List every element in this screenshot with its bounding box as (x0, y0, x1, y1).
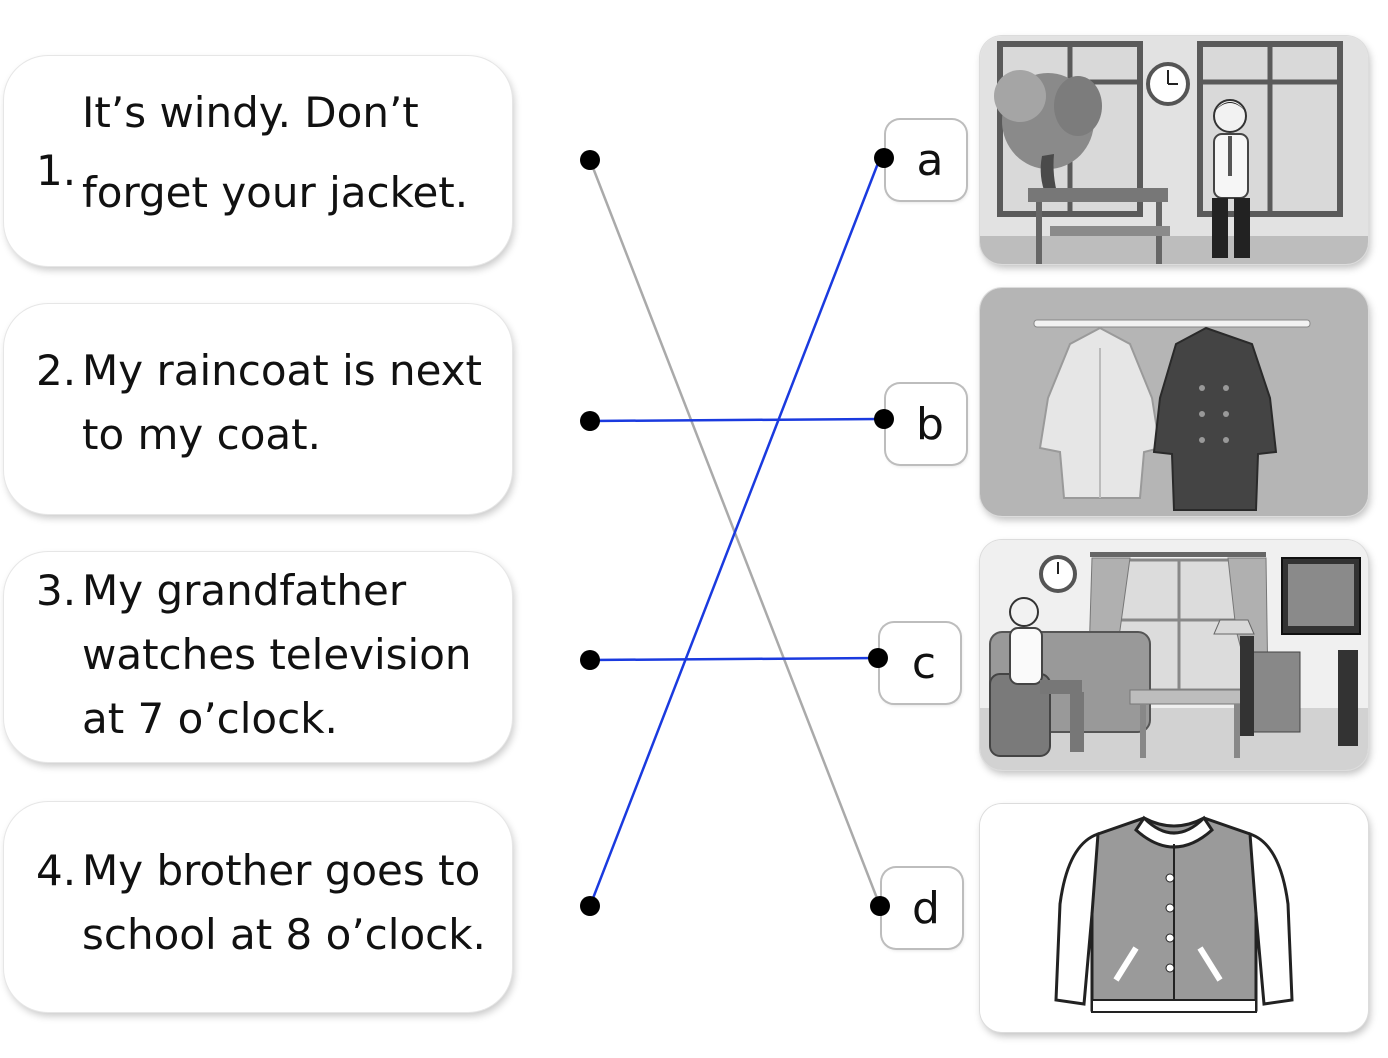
sentence-card-2: 2. My raincoat is next to my coat. (4, 304, 512, 514)
match-line-3-c (589, 656, 881, 662)
sentence-line: My raincoat is next (82, 346, 483, 395)
option-box-d[interactable]: d (882, 868, 962, 948)
grandfather-living-room-picture (980, 540, 1368, 770)
picture-b (980, 288, 1368, 516)
sentence-dot-2[interactable] (580, 411, 600, 431)
match-line-2-b (589, 417, 881, 423)
picture-a (980, 36, 1368, 264)
jacket-picture (980, 804, 1368, 1032)
sentence-line: My grandfather (82, 566, 407, 615)
option-box-a[interactable]: a (886, 120, 966, 200)
sentence-dot-1[interactable] (580, 150, 600, 170)
picture-c (980, 540, 1368, 770)
sentence-dot-3[interactable] (580, 650, 600, 670)
sentence-number: 3. (36, 566, 77, 615)
option-box-c[interactable]: c (880, 623, 960, 703)
sentence-number: 1. (36, 146, 77, 195)
sentence-line: My brother goes to (82, 846, 481, 895)
raincoat-and-coat-picture (980, 288, 1368, 516)
sentence-line: to my coat. (82, 410, 321, 459)
sentence-card-3: 3. My grandfather watches television at … (4, 552, 512, 762)
sentence-line: school at 8 o’clock. (82, 910, 486, 959)
sentence-line: at 7 o’clock. (82, 694, 338, 743)
sentence-card-4: 4. My brother goes to school at 8 o’cloc… (4, 802, 512, 1012)
sentence-number: 4. (36, 846, 77, 895)
sentence-line: It’s windy. Don’t (82, 88, 419, 137)
match-line-4-a (588, 157, 882, 907)
option-box-b[interactable]: b (886, 384, 966, 464)
sentence-card-1: 1. It’s windy. Don’t forget your jacket. (4, 56, 512, 266)
classroom-boy-picture (980, 36, 1368, 264)
sentence-line: forget your jacket. (82, 168, 469, 217)
sentence-dot-4[interactable] (580, 896, 600, 916)
picture-d (980, 804, 1368, 1032)
sentence-line: watches television (82, 630, 472, 679)
sentence-number: 2. (36, 346, 77, 395)
